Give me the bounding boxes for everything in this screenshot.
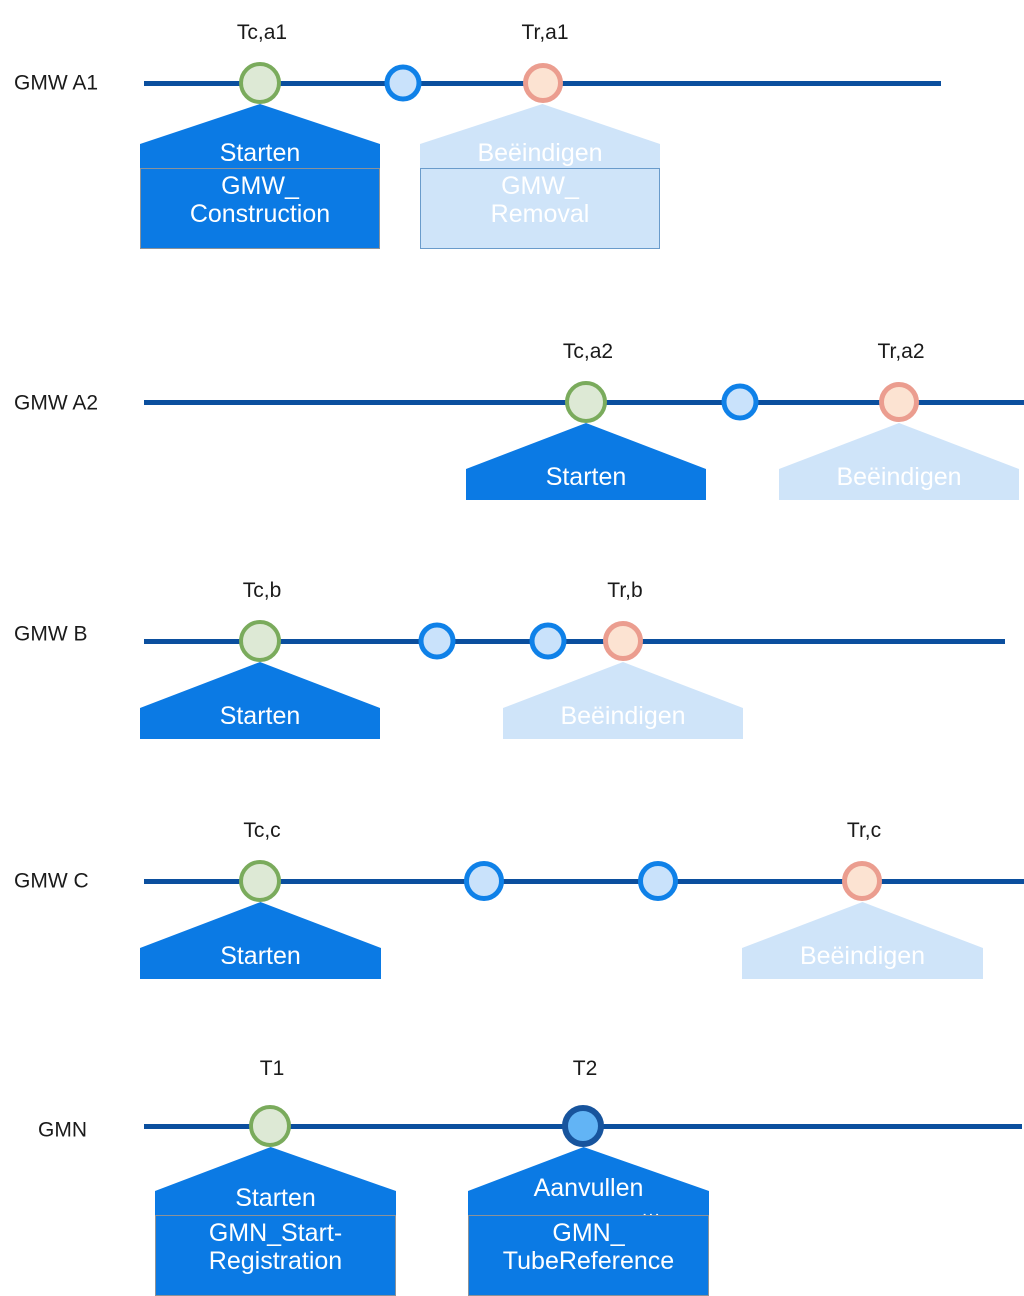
pennant-shape xyxy=(155,1147,396,1218)
object-box-label: GMN_Start-Registration xyxy=(209,1219,342,1275)
tick-tc-b: Tc,b xyxy=(242,579,282,602)
start-node[interactable] xyxy=(565,381,607,423)
gmw-removal-box: GMW_Removal xyxy=(420,168,660,249)
row-label-gmn: GMN xyxy=(38,1118,87,1142)
object-box-label: GMN_TubeReference xyxy=(503,1219,674,1275)
starten-pennant: Starten xyxy=(155,1147,396,1218)
filled-node[interactable] xyxy=(562,1105,604,1147)
pennant-shape xyxy=(466,423,706,500)
end-node[interactable] xyxy=(842,861,882,901)
row-label-gmw-c: GMW C xyxy=(14,869,89,893)
start-node[interactable] xyxy=(239,62,281,104)
start-node[interactable] xyxy=(239,620,281,662)
gmw-construction-box: GMW_Construction xyxy=(140,168,380,249)
object-box-line: GMN_ xyxy=(552,1219,625,1247)
gmn-tubereference-box: GMN_TubeReference xyxy=(468,1215,709,1296)
tick-tr-c: Tr,c xyxy=(846,819,882,842)
tick-tr-b: Tr,b xyxy=(607,579,643,602)
object-box-label: GMW_Construction xyxy=(190,172,330,228)
end-node[interactable] xyxy=(879,382,919,422)
object-box-line: Construction xyxy=(189,200,331,228)
row-label-gmw-b: GMW B xyxy=(14,622,88,646)
mid-node[interactable] xyxy=(721,383,759,421)
object-box-line: GMW_ xyxy=(501,172,579,200)
tick-t2: T2 xyxy=(572,1057,598,1080)
tick-tr-a1: Tr,a1 xyxy=(521,21,569,44)
end-node[interactable] xyxy=(603,621,643,661)
pennant-shape xyxy=(140,902,381,979)
aanvullen-pennant: Aanvullen... xyxy=(468,1147,709,1220)
object-box-label: GMW_Removal xyxy=(491,172,590,228)
row-label-gmw-a2: GMW A2 xyxy=(14,391,99,415)
pennant-shape xyxy=(420,104,660,172)
pennant-shape xyxy=(140,662,380,739)
mid-node-2[interactable] xyxy=(638,861,678,901)
tick-tc-a2: Tc,a2 xyxy=(562,340,614,363)
gmn-startregistration-box: GMN_Start-Registration xyxy=(155,1215,396,1296)
object-box-line: GMW_ xyxy=(221,172,299,200)
pennant-shape xyxy=(503,662,743,739)
tick-tc-c: Tc,c xyxy=(243,819,281,842)
timeline-axis xyxy=(144,879,1024,884)
mid-node-1[interactable] xyxy=(464,861,504,901)
start-node[interactable] xyxy=(239,860,281,902)
tick-tr-a2: Tr,a2 xyxy=(877,340,925,363)
object-box-line: Removal xyxy=(490,200,590,228)
tick-t1: T1 xyxy=(259,1057,285,1080)
start-node[interactable] xyxy=(249,1105,291,1147)
timeline-axis xyxy=(144,639,1005,644)
object-box-line: Registration xyxy=(208,1247,343,1275)
end-node[interactable] xyxy=(523,63,563,103)
pennant-shape xyxy=(742,902,983,979)
object-box-line: TubeReference xyxy=(502,1247,675,1275)
pennant-shape xyxy=(140,104,380,172)
pennant-shape xyxy=(468,1147,709,1218)
row-label-gmw-a1: GMW A1 xyxy=(14,71,99,95)
pennant-shape xyxy=(779,423,1019,500)
mid-node-1[interactable] xyxy=(418,622,456,660)
mid-node[interactable] xyxy=(384,64,422,102)
tick-tc-a1: Tc,a1 xyxy=(236,21,288,44)
object-box-line: GMN_Start- xyxy=(208,1219,343,1247)
mid-node-2[interactable] xyxy=(529,622,567,660)
